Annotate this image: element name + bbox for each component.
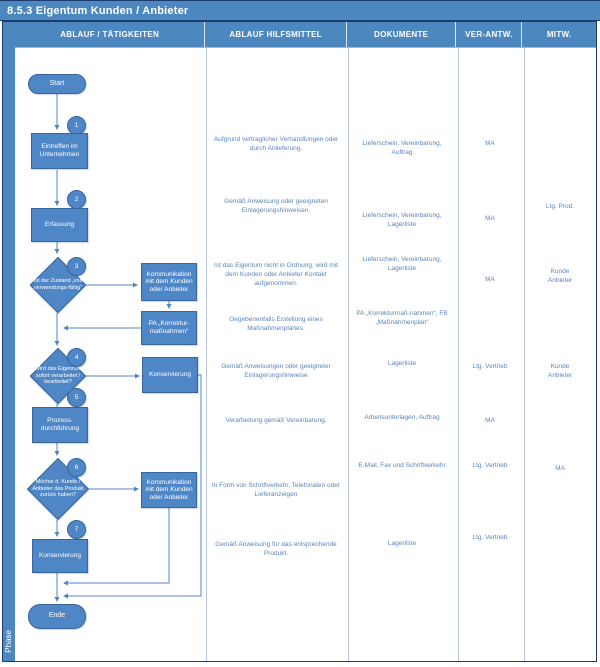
column-header-dokumente: DOKUMENTE — [347, 22, 457, 47]
column-header-row: ABLAUF / TÄTIGKEITEN ABLAUF HILFSMITTEL … — [15, 22, 596, 48]
column-divider — [458, 48, 459, 661]
table-frame: Phase ABLAUF / TÄTIGKEITEN ABLAUF HILFSM… — [2, 21, 597, 662]
column-divider — [206, 48, 207, 661]
column-divider — [348, 48, 349, 661]
page-title: 8.5.3 Eigentum Kunden / Anbieter — [7, 4, 189, 17]
column-divider — [524, 48, 525, 661]
column-header-ver-antw: VER-ANTW. — [456, 22, 523, 47]
column-header-mitw: MITW. — [546, 30, 572, 39]
column-header-ablauf-taetigkeiten: ABLAUF / TÄTIGKEITEN — [15, 22, 206, 47]
table-body — [15, 48, 596, 661]
column-header-ablauf-hilfsmittel: ABLAUF HILFSMITTEL — [205, 22, 347, 47]
title-bar: 8.5.3 Eigentum Kunden / Anbieter — [0, 0, 600, 21]
phase-label: Phase — [4, 630, 13, 653]
